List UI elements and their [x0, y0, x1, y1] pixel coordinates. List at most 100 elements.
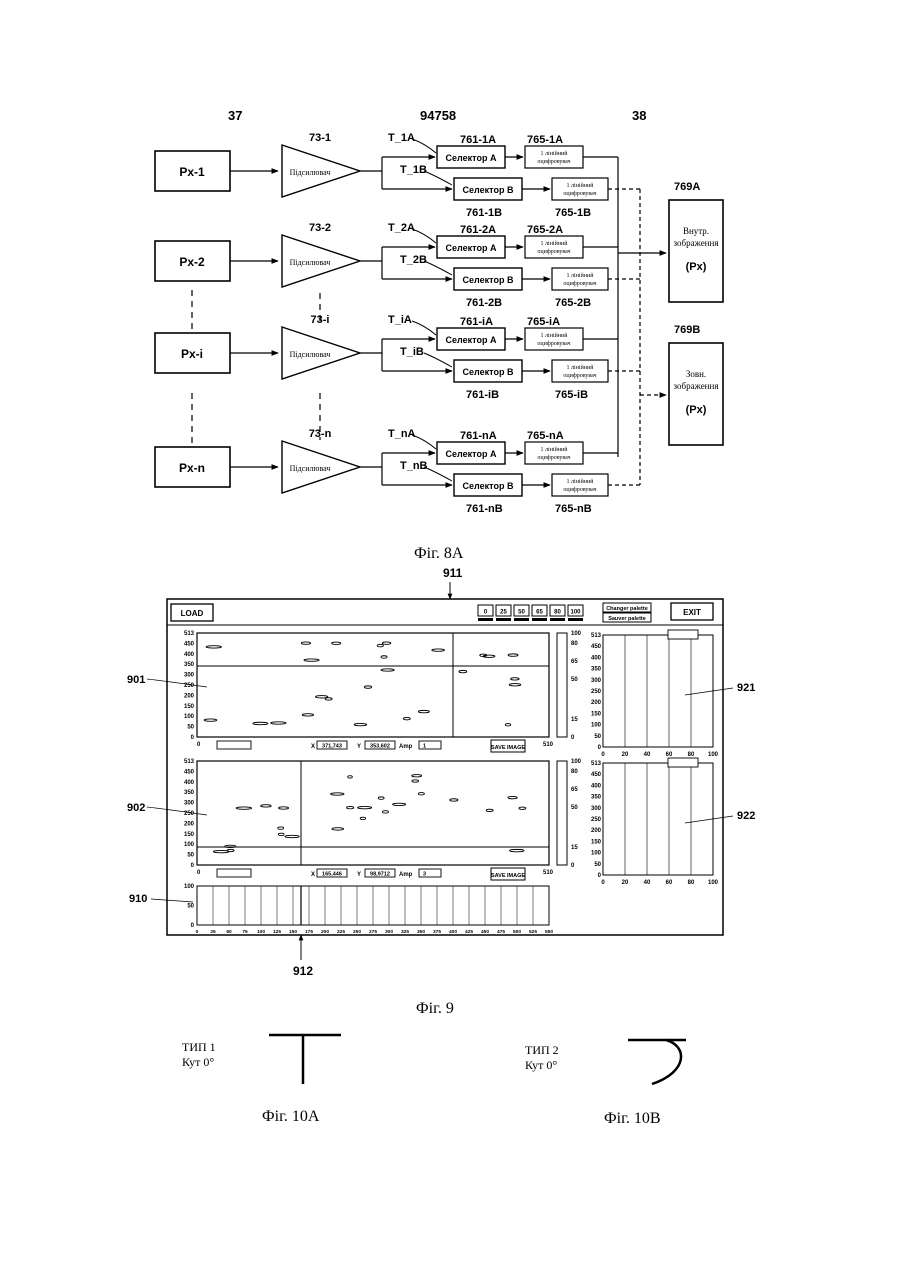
trigger-b-pointer [424, 467, 452, 481]
fig-10a-label: ТИП 1 Кут 0° [182, 1040, 216, 1070]
selector-b-label: Селектор B [463, 275, 514, 285]
digitizer-a-ref: 765-1A [527, 134, 563, 146]
a-scan-x-tick: 250 [353, 929, 361, 935]
side-y-tick: 50 [594, 734, 601, 740]
fig-10a-angle: Кут 0° [182, 1055, 216, 1070]
digitizer-a-line1: 1 лінійний [541, 240, 569, 247]
y-tick-label: 450 [184, 641, 195, 647]
y-tick-label: 513 [184, 631, 195, 637]
a-scan-x-tick: 100 [257, 929, 265, 935]
digitizer-b-line1: 1 лінійний [567, 478, 595, 485]
zoom-button-label: 50 [518, 610, 525, 616]
selector-a-ref: 761-iA [460, 316, 493, 328]
digitizer-a-ref: 765-nA [527, 430, 564, 442]
scale-tick-label: 100 [571, 759, 582, 765]
selector-b-ref: 761-nB [466, 503, 503, 515]
amplifier-label: Підсилювач [290, 168, 331, 177]
fig-8a-caption: Фіг. 8А [414, 545, 463, 563]
scale-tick-label: 50 [571, 677, 578, 683]
digitizer-b-line1: 1 лінійний [567, 272, 595, 279]
trigger-b-label: T_2B [400, 254, 427, 266]
a-scan-y-tick: 50 [187, 904, 194, 910]
zoom-button-bar [514, 618, 529, 621]
a-scan-x-tick: 125 [273, 929, 281, 935]
side-bottom-profile-graph [603, 763, 713, 875]
digitizer-b-line2: оцифровувач [563, 372, 596, 379]
y-tick-label: 400 [184, 652, 195, 658]
a-scan-x-tick: 475 [497, 929, 505, 935]
type-1-reflector-shape [265, 1030, 350, 1090]
zoom-button-bar [478, 618, 493, 621]
a-scan-x-tick: 25 [210, 929, 216, 935]
amplifier-label: Підсилювач [290, 350, 331, 359]
side-y-tick: 513 [591, 633, 602, 639]
y-tick-label: 513 [184, 759, 195, 765]
side-y-tick: 150 [591, 839, 602, 845]
y-tick-label: 450 [184, 769, 195, 775]
side-x-tick: 100 [708, 880, 719, 886]
trigger-a-pointer [412, 229, 436, 243]
fig-10a-type: ТИП 1 [182, 1040, 216, 1055]
exit-button-label: EXIT [683, 608, 701, 617]
fig-10b-type: ТИП 2 [525, 1043, 559, 1058]
trigger-b-pointer [424, 171, 452, 185]
digitizer-a-line1: 1 лінійний [541, 150, 569, 157]
selector-b-label: Селектор B [463, 185, 514, 195]
side-x-tick: 100 [708, 752, 719, 758]
scale-tick-label: 65 [571, 787, 578, 793]
output-line2: зображення [674, 238, 719, 248]
a-scan-x-tick: 275 [369, 929, 377, 935]
selector-a-label: Селектор A [446, 243, 497, 253]
top-color-control [217, 741, 251, 749]
zoom-button-bar [532, 618, 547, 621]
y-tick-label: 350 [184, 662, 195, 668]
digitizer-a-line2: оцифровувач [537, 248, 570, 255]
a-scan-x-tick: 425 [465, 929, 473, 935]
bottom-x-value: 165,446 [322, 872, 342, 878]
output-line2: зображення [674, 381, 719, 391]
y-label: Y [357, 744, 361, 750]
side-y-tick: 350 [591, 795, 602, 801]
side-y-tick: 350 [591, 667, 602, 673]
patent-number: 94758 [420, 108, 456, 123]
change-palette-label: Changer palette [606, 606, 648, 612]
y-tick-label: 100 [184, 714, 195, 720]
fig-8a-diagram: Px-1Підсилювач73-1T_1AT_1BСелектор A761-… [150, 125, 730, 525]
a-scan-x-tick: 450 [481, 929, 489, 935]
digitizer-a-line2: оцифровувач [537, 158, 570, 165]
side-y-tick: 100 [591, 723, 602, 729]
side-top-profile-control [668, 630, 698, 639]
a-scan-x-tick: 500 [513, 929, 521, 935]
y-tick-label: 350 [184, 790, 195, 796]
y-tick-label: 50 [187, 725, 194, 731]
side-y-tick: 150 [591, 711, 602, 717]
side-x-tick: 40 [644, 880, 651, 886]
side-y-tick: 300 [591, 806, 602, 812]
y-tick-label: 100 [184, 842, 195, 848]
digitizer-a-line1: 1 лінійний [541, 332, 569, 339]
y-tick-label: 300 [184, 673, 195, 679]
side-y-tick: 450 [591, 644, 602, 650]
side-y-tick: 250 [591, 689, 602, 695]
zoom-button-label: 100 [570, 610, 581, 616]
x-tick-end: 510 [543, 742, 554, 748]
scale-tick-label: 50 [571, 805, 578, 811]
scale-tick-label: 100 [571, 631, 582, 637]
save-palette-label: Sauver palette [608, 616, 646, 622]
side-y-tick: 200 [591, 700, 602, 706]
ref-910-label: 910 [129, 893, 147, 905]
trigger-a-label: T_2A [388, 222, 415, 234]
trigger-b-label: T_iB [400, 346, 424, 358]
a-scan-x-tick: 150 [289, 929, 297, 935]
scale-tick-label: 65 [571, 659, 578, 665]
side-y-tick: 250 [591, 817, 602, 823]
output-line3: (Px) [686, 261, 707, 273]
digitizer-b-line2: оцифровувач [563, 486, 596, 493]
fig-10b-caption: Фіг. 10В [604, 1110, 661, 1128]
digitizer-a-line2: оцифровувач [537, 454, 570, 461]
digitizer-b-line2: оцифровувач [563, 280, 596, 287]
a-scan-x-tick: 525 [529, 929, 537, 935]
fig-10b-label: ТИП 2 Кут 0° [525, 1043, 559, 1073]
x-label: X [311, 872, 315, 878]
selector-a-label: Селектор A [446, 449, 497, 459]
